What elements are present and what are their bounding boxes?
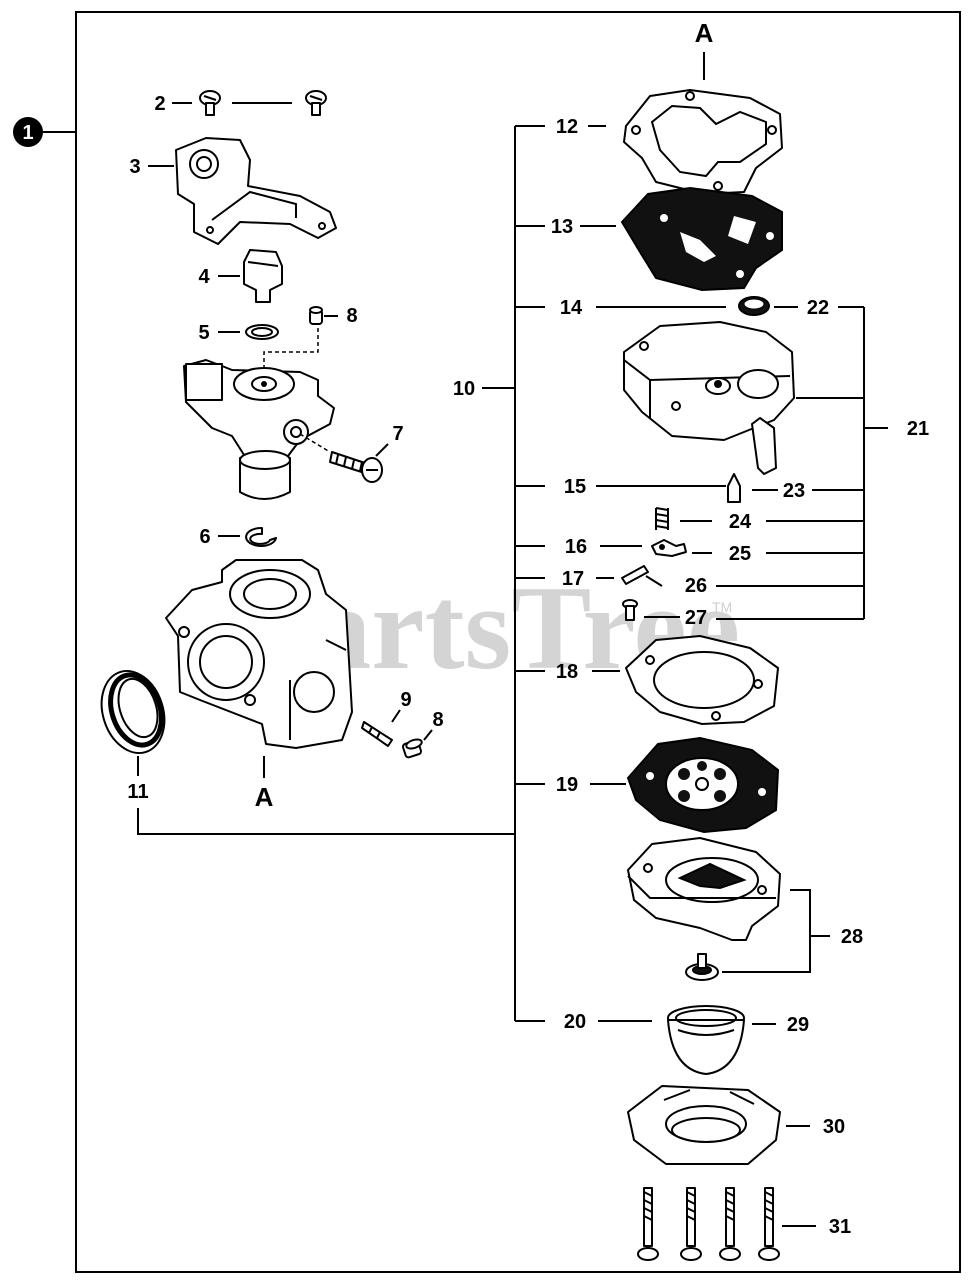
callout-21[interactable]: 21 — [907, 418, 929, 440]
callout-24[interactable]: 24 — [729, 511, 752, 533]
callout-7[interactable]: 7 — [392, 423, 403, 445]
part-oring-5[interactable] — [245, 324, 279, 340]
part-bracket-3[interactable] — [175, 137, 337, 245]
callout-16[interactable]: 16 — [565, 536, 587, 558]
callout-31[interactable]: 31 — [829, 1216, 851, 1238]
part-primer-bulb-29[interactable] — [667, 1005, 745, 1075]
callout-17[interactable]: 17 — [562, 568, 584, 590]
part-cap-8-top[interactable] — [309, 306, 323, 325]
part-cap-8-bottom[interactable] — [402, 738, 423, 759]
reference-mark-a-top: A — [695, 18, 714, 48]
callout-22[interactable]: 22 — [807, 297, 829, 319]
part-spring-24[interactable] — [655, 507, 669, 530]
part-metering-diaphragm-19[interactable] — [626, 736, 780, 834]
callout-2[interactable]: 2 — [154, 93, 165, 115]
callout-10[interactable]: 10 — [453, 378, 475, 400]
callout-15[interactable]: 15 — [564, 476, 586, 498]
part-screw-7[interactable] — [329, 451, 383, 483]
part-upper-body[interactable] — [183, 359, 335, 500]
watermark-trademark: TM — [712, 599, 732, 615]
part-filter-screen-22[interactable] — [738, 296, 770, 316]
part-eclip-6[interactable] — [245, 526, 277, 547]
callout-4[interactable]: 4 — [198, 266, 210, 288]
part-carburetor-body[interactable] — [165, 559, 353, 749]
part-knob-4[interactable] — [243, 249, 283, 303]
callout-30[interactable]: 30 — [823, 1116, 845, 1138]
part-retainer-plate-30[interactable] — [627, 1085, 781, 1165]
callout-13[interactable]: 13 — [551, 216, 573, 238]
assembly-badge-number: 1 — [22, 122, 33, 144]
diagram-frame — [75, 11, 961, 1273]
callout-27[interactable]: 27 — [685, 607, 707, 629]
part-screws-31[interactable] — [637, 1187, 780, 1261]
callout-6[interactable]: 6 — [199, 526, 210, 548]
part-gasket-12[interactable] — [623, 89, 783, 195]
part-pump-cover-21[interactable] — [623, 321, 795, 475]
part-gasket-18[interactable] — [625, 635, 779, 725]
assembly-badge[interactable]: 1 — [13, 117, 43, 147]
part-screw-2[interactable] — [199, 90, 327, 116]
callout-28[interactable]: 28 — [841, 926, 863, 948]
part-diaphragm-13[interactable] — [620, 186, 783, 292]
callout-9[interactable]: 9 — [400, 689, 411, 711]
group-28-bracket — [722, 889, 811, 973]
callout-11[interactable]: 11 — [127, 781, 148, 803]
reference-mark-a-bottom: A — [255, 782, 274, 812]
callout-8-top[interactable]: 8 — [346, 305, 357, 327]
callout-19[interactable]: 19 — [556, 774, 578, 796]
part-needle-9[interactable] — [361, 721, 393, 747]
callout-18[interactable]: 18 — [556, 661, 578, 683]
callout-3[interactable]: 3 — [129, 156, 140, 178]
callout-14[interactable]: 14 — [560, 297, 583, 319]
callout-25[interactable]: 25 — [729, 543, 751, 565]
part-seal-ring-11[interactable] — [91, 663, 174, 761]
callout-12[interactable]: 12 — [556, 116, 578, 138]
callout-20[interactable]: 20 — [564, 1011, 586, 1033]
part-inlet-needle-23[interactable] — [727, 473, 741, 503]
part-pin-26[interactable] — [621, 565, 649, 585]
callout-5[interactable]: 5 — [198, 322, 209, 344]
callout-23[interactable]: 23 — [783, 480, 805, 502]
part-check-valve-28[interactable] — [685, 953, 719, 981]
callout-26[interactable]: 26 — [685, 575, 707, 597]
part-metering-cover-28[interactable] — [627, 837, 781, 941]
callout-8-bottom[interactable]: 8 — [432, 709, 443, 731]
part-screw-27[interactable] — [622, 599, 638, 621]
callout-29[interactable]: 29 — [787, 1014, 809, 1036]
part-metering-lever-25[interactable] — [651, 539, 687, 557]
